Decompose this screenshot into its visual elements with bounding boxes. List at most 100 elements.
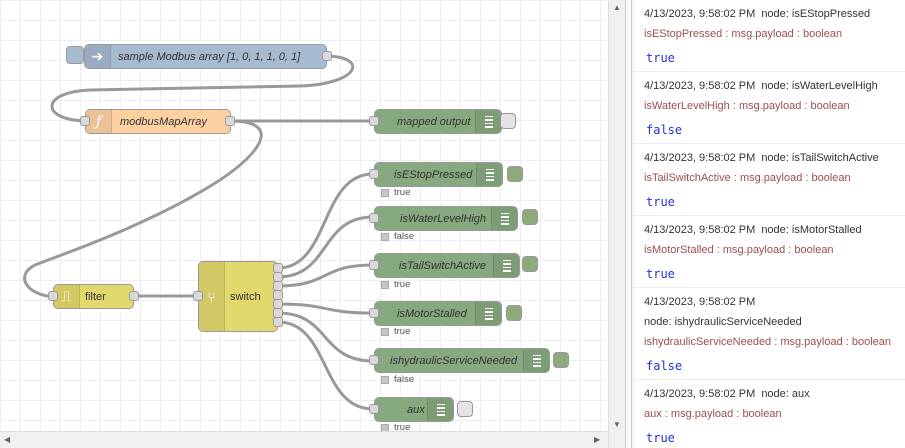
filter-node[interactable]: ⎍ filter xyxy=(53,284,134,309)
filter-input-port[interactable] xyxy=(48,291,58,301)
debug-message-value[interactable]: true xyxy=(646,51,675,65)
inject-node[interactable]: ➔ sample Modbus array [1, 0, 1, 1, 0, 1] xyxy=(84,44,327,69)
debug-toggle[interactable] xyxy=(507,166,523,182)
debug-message-time: 4/13/2023, 9:58:02 PM xyxy=(644,224,756,236)
debug-input-port[interactable] xyxy=(369,260,379,270)
function-node[interactable]: ƒ modbusMapArray xyxy=(85,109,231,134)
switch-icon: ⑂ xyxy=(199,262,225,331)
switch-node[interactable]: ⑂ switch xyxy=(198,261,278,332)
node-status: true xyxy=(381,187,410,198)
flow-wires xyxy=(23,54,374,411)
debug-node-iswaterlevelhigh[interactable]: isWaterLevelHigh xyxy=(374,206,518,231)
debug-icon xyxy=(491,207,517,230)
debug-toggle[interactable] xyxy=(522,256,538,272)
debug-message-topic: isMotorStalled : msg.payload : boolean xyxy=(644,244,834,256)
filter-node-label: filter xyxy=(85,290,106,303)
debug-message-time: 4/13/2023, 9:58:02 PM xyxy=(644,8,756,20)
debug-message-value[interactable]: true xyxy=(646,431,675,445)
debug-toggle[interactable] xyxy=(553,352,569,368)
debug-node-label: isMotorStalled xyxy=(397,307,467,320)
debug-message[interactable]: 4/13/2023, 9:58:02 PM node: isEStopPresse… xyxy=(632,0,905,72)
debug-icon xyxy=(475,302,501,325)
debug-node-isestoppressed[interactable]: isEStopPressed xyxy=(374,162,503,187)
debug-node-label: isEStopPressed xyxy=(394,168,473,181)
debug-node-aux[interactable]: aux xyxy=(374,397,454,422)
debug-icon xyxy=(523,349,549,372)
debug-input-port[interactable] xyxy=(369,404,379,414)
debug-message-time: 4/13/2023, 9:58:02 PM xyxy=(644,152,756,164)
debug-input-port[interactable] xyxy=(369,169,379,179)
filter-output-port[interactable] xyxy=(129,291,139,301)
node-status: false xyxy=(381,231,414,242)
wire-switch-to-out1[interactable] xyxy=(277,172,374,270)
debug-node-istailswitchactive[interactable]: isTailSwitchActive xyxy=(374,253,520,278)
scroll-left-icon[interactable]: ◀ xyxy=(4,435,11,444)
debug-message-time: 4/13/2023, 9:58:02 PM xyxy=(644,80,756,92)
debug-message-topic: isEStopPressed : msg.payload : boolean xyxy=(644,28,843,40)
wire-switch-to-out4[interactable] xyxy=(277,302,374,315)
debug-icon xyxy=(427,398,453,421)
debug-message-node[interactable]: node: isMotorStalled xyxy=(761,224,862,236)
debug-message-node[interactable]: node: aux xyxy=(761,388,810,400)
wire-switch-to-out3[interactable] xyxy=(277,263,374,288)
debug-toggle[interactable] xyxy=(522,209,538,225)
node-status-text: true xyxy=(394,326,411,337)
mapped-output-node[interactable]: mapped output xyxy=(374,109,502,134)
wire-inject-to-function[interactable] xyxy=(50,54,355,123)
debug-message[interactable]: 4/13/2023, 9:58:02 PM node: isWaterLevelH… xyxy=(632,72,905,144)
inject-output-port[interactable] xyxy=(322,51,332,61)
function-input-port[interactable] xyxy=(80,116,90,126)
inject-node-label: sample Modbus array [1, 0, 1, 1, 0, 1] xyxy=(118,50,301,63)
function-icon: ƒ xyxy=(86,110,112,133)
debug-message-value[interactable]: true xyxy=(646,195,675,209)
debug-toggle[interactable] xyxy=(457,401,473,417)
node-status-text: true xyxy=(394,422,411,433)
debug-input-port[interactable] xyxy=(369,213,379,223)
debug-message-node[interactable]: node: ishydraulicServiceNeeded xyxy=(644,316,802,328)
debug-message[interactable]: 4/13/2023, 9:58:02 PM node: ishydraulicS… xyxy=(632,288,905,380)
function-node-label: modbusMapArray xyxy=(120,115,207,128)
wire-switch-to-out5[interactable] xyxy=(277,311,374,363)
inject-trigger-button[interactable] xyxy=(66,46,84,64)
node-status: true xyxy=(381,326,410,337)
debug-icon xyxy=(476,163,502,186)
node-status: true xyxy=(381,279,410,290)
debug-message-node[interactable]: node: isTailSwitchActive xyxy=(761,152,879,164)
switch-input-port[interactable] xyxy=(193,291,203,301)
debug-message-node[interactable]: node: isWaterLevelHigh xyxy=(761,80,878,92)
scroll-down-icon[interactable]: ▼ xyxy=(613,420,621,429)
function-output-port[interactable] xyxy=(225,116,235,126)
debug-icon xyxy=(475,110,501,133)
debug-toggle[interactable] xyxy=(506,305,522,321)
scroll-up-icon[interactable]: ▲ xyxy=(613,3,621,12)
debug-node-label: aux xyxy=(407,403,425,416)
debug-node-ishydraulicserviceneeded[interactable]: ishydraulicServiceNeeded xyxy=(374,348,550,373)
mapped-output-label: mapped output xyxy=(397,115,471,128)
debug-message-value[interactable]: false xyxy=(646,123,683,137)
debug-input-port[interactable] xyxy=(369,308,379,318)
wire-switch-to-out2[interactable] xyxy=(277,215,374,279)
wire-function-to-filter[interactable] xyxy=(23,119,263,299)
switch-output-port-7[interactable] xyxy=(273,317,283,327)
debug-message-topic: ishydraulicServiceNeeded : msg.payload :… xyxy=(644,336,892,348)
debug-node-label: ishydraulicServiceNeeded xyxy=(390,354,518,367)
arrow-right-icon: ➔ xyxy=(85,45,111,68)
mapped-output-toggle[interactable] xyxy=(500,113,516,129)
filter-icon: ⎍ xyxy=(54,285,80,308)
debug-message[interactable]: 4/13/2023, 9:58:02 PM node: isTailSwitchA… xyxy=(632,144,905,216)
mapped-output-input-port[interactable] xyxy=(369,116,379,126)
debug-input-port[interactable] xyxy=(369,355,379,365)
scroll-right-icon[interactable]: ▶ xyxy=(594,435,601,444)
debug-message-value[interactable]: false xyxy=(646,359,683,373)
wire-switch-to-out6[interactable] xyxy=(277,320,374,411)
debug-node-ismotorstalled[interactable]: isMotorStalled xyxy=(374,301,502,326)
debug-message[interactable]: 4/13/2023, 9:58:02 PM node: isMotorStalle… xyxy=(632,216,905,288)
horizontal-scrollbar[interactable]: ◀ ▶ xyxy=(0,431,608,448)
debug-node-label: isTailSwitchActive xyxy=(399,259,487,272)
sidebar-resize-handle[interactable] xyxy=(625,0,632,448)
debug-message-node[interactable]: node: isEStopPressed xyxy=(761,8,871,20)
debug-message-value[interactable]: true xyxy=(646,267,675,281)
vertical-scrollbar[interactable]: ▲ ▼ xyxy=(608,0,625,448)
flow-canvas[interactable]: ➔ sample Modbus array [1, 0, 1, 1, 0, 1]… xyxy=(0,0,608,448)
